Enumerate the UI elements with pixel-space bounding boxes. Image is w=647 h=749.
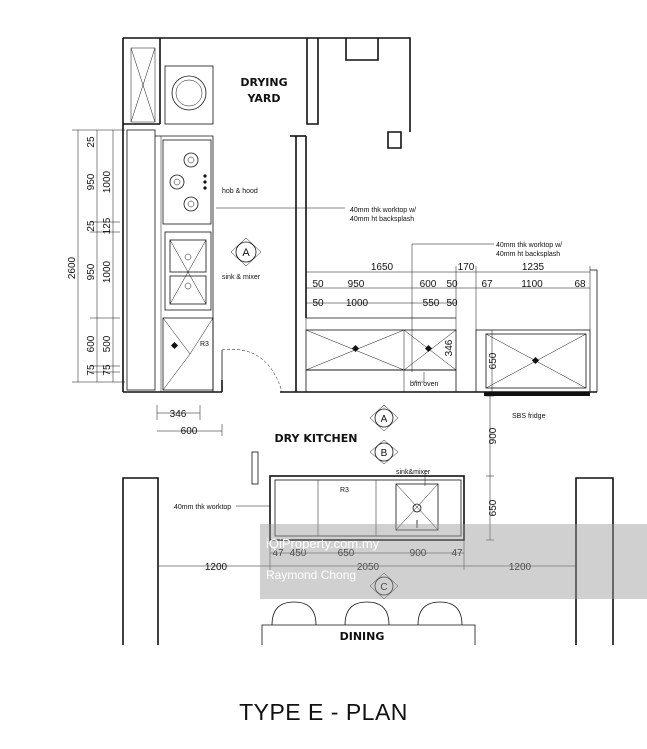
row1-dims: 50 950 600 50 67 1100 68 (312, 279, 586, 290)
section-marker-a-center: A (369, 404, 399, 432)
section-a-label: A (242, 247, 250, 259)
svg-text:25: 25 (86, 136, 97, 148)
dining-label: DINING (340, 630, 385, 643)
svg-text:75: 75 (102, 364, 113, 376)
watermark: iQiProperty.com.my Raymond Chong (260, 524, 647, 599)
svg-text:950: 950 (86, 263, 97, 280)
svg-text:67: 67 (481, 279, 493, 290)
svg-text:1235: 1235 (522, 262, 545, 273)
svg-text:75: 75 (86, 364, 97, 376)
svg-text:950: 950 (86, 173, 97, 190)
svg-text:47: 47 (451, 548, 463, 559)
left-column (126, 47, 214, 392)
overall-dims: 1200 2050 1200 (205, 562, 532, 573)
bin-oven-note: b/in oven (410, 381, 439, 388)
top-run-dims: 1650 170 1235 (371, 262, 545, 273)
svg-text:1650: 1650 (371, 262, 394, 273)
dry-kitchen-label: DRY KITCHEN (275, 432, 358, 445)
svg-text:170: 170 (458, 262, 475, 273)
svg-text:1200: 1200 (205, 562, 228, 573)
drying-yard-label-2: YARD (246, 92, 280, 105)
island-dims: 47 450 650 900 47 (272, 548, 463, 559)
hob-hood-note: hob & hood (222, 188, 258, 195)
hob (162, 139, 212, 225)
svg-text:450: 450 (290, 548, 307, 559)
worktop-note-1b: 40mm ht backsplash (350, 216, 414, 223)
right-counters (305, 329, 457, 393)
worktop-note-2b: 40mm ht backsplash (496, 251, 560, 258)
svg-text:500: 500 (102, 335, 113, 352)
dim-900: 900 (488, 427, 499, 444)
svg-text:600: 600 (420, 279, 437, 290)
sbs-fridge-note: SBS fridge (512, 413, 546, 420)
r3-island-label: R3 (340, 487, 349, 494)
svg-text:2600: 2600 (67, 256, 78, 279)
worktop-note-1a: 40mm thk worktop w/ (350, 207, 416, 214)
section-marker-c: C (369, 572, 399, 600)
left-dimension-chain (72, 129, 125, 383)
worktop-note-2a: 40mm thk worktop w/ (496, 242, 562, 249)
leader-lines (216, 207, 494, 507)
worktop-island-note: 40mm thk worktop (174, 504, 231, 511)
door (221, 349, 283, 393)
overall-dimension-line (158, 540, 576, 570)
sink-mixer-left-note: sink & mixer (222, 274, 261, 281)
row2-dims: 50 1000 550 50 (312, 298, 458, 309)
svg-text:50: 50 (446, 279, 458, 290)
section-c-label: C (380, 582, 387, 593)
left-sink (164, 231, 212, 311)
svg-text:1000: 1000 (102, 170, 113, 193)
svg-text:900: 900 (410, 548, 427, 559)
watermark-agent: Raymond Chong (266, 568, 357, 582)
island-vertical-dims (486, 330, 494, 541)
svg-text:125: 125 (102, 217, 113, 234)
svg-text:1000: 1000 (346, 298, 369, 309)
dim-600-left: 600 (181, 426, 198, 437)
svg-text:1000: 1000 (102, 260, 113, 283)
dim-346-left: 346 (170, 409, 187, 420)
plan-title: TYPE E - PLAN (239, 699, 408, 725)
svg-text:1100: 1100 (521, 279, 543, 290)
svg-text:950: 950 (348, 279, 365, 290)
washer (164, 65, 214, 125)
svg-text:650: 650 (338, 548, 355, 559)
watermark-site: iQiProperty.com.my (266, 536, 380, 551)
svg-text:2050: 2050 (357, 562, 380, 573)
left-r3-cabinet (162, 317, 214, 391)
r3-left-label: R3 (200, 341, 209, 348)
dining-set (261, 601, 476, 645)
left-dim-labels: 2600 950 1000 950 1000 25 125 600 500 75… (67, 136, 113, 376)
section-marker-b: B (369, 439, 399, 465)
svg-text:68: 68 (574, 279, 586, 290)
section-marker-a-left: A (230, 237, 262, 267)
svg-text:600: 600 (86, 335, 97, 352)
svg-text:25: 25 (86, 220, 97, 232)
svg-text:50: 50 (312, 279, 324, 290)
section-b-label: B (381, 448, 388, 459)
side-columns (122, 451, 614, 645)
bottom-left-dims (156, 405, 223, 436)
section-a-center-label: A (381, 414, 388, 425)
drying-yard-label-1: DRYING (240, 76, 287, 89)
svg-text:550: 550 (423, 298, 440, 309)
svg-text:47: 47 (272, 548, 284, 559)
svg-text:1200: 1200 (509, 562, 532, 573)
dim-650-fridge: 650 (488, 352, 499, 369)
walls (122, 37, 598, 393)
island (269, 475, 465, 541)
counter-extension-lines (305, 266, 591, 330)
svg-text:50: 50 (446, 298, 458, 309)
dim-650-island: 650 (488, 499, 499, 516)
sbs-fridge (475, 329, 591, 396)
dim-346-right: 346 (444, 339, 455, 356)
svg-text:50: 50 (312, 298, 324, 309)
sink-mixer-island-note: sink&mixer (396, 469, 431, 476)
